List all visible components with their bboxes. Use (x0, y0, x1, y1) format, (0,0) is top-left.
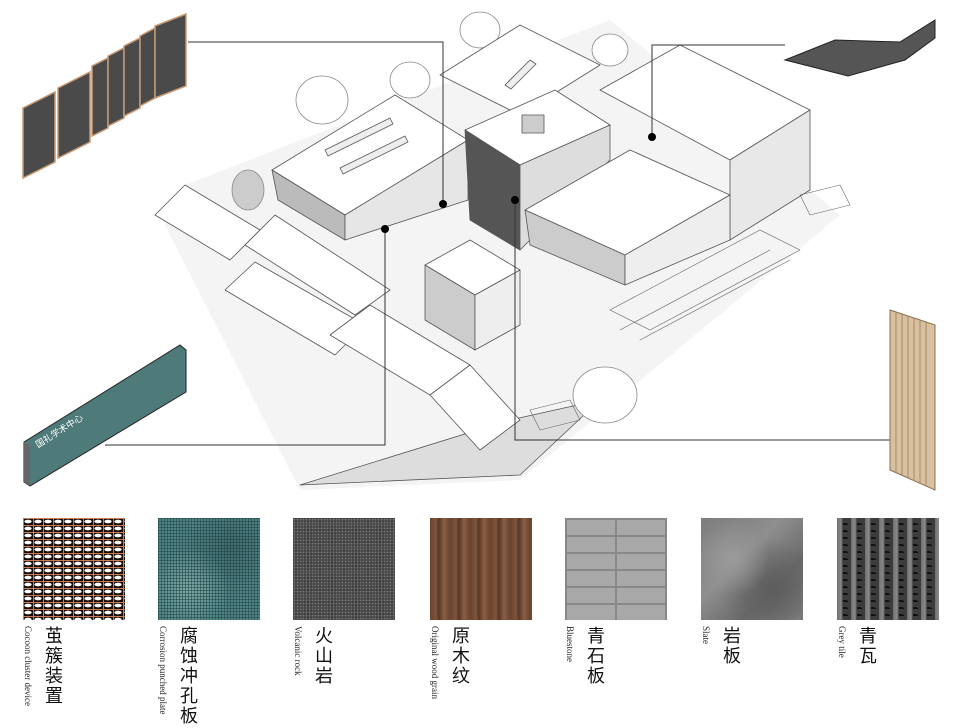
corrosion-swatch (158, 518, 260, 620)
material-name-en: Cocoon cluster device (23, 626, 33, 706)
callout-dots (381, 133, 656, 233)
signage-wall: 国礼学术中心 (23, 344, 187, 487)
material-name-zh: 火山岩 (312, 626, 333, 686)
material-name-en: Slate (701, 626, 711, 644)
material-label: Slate 岩板 (701, 626, 743, 666)
material-label: Cocoon cluster device 茧簇装置 (23, 626, 65, 706)
material-label: Volcanic rock 火山岩 (293, 626, 335, 686)
building-axonometric (154, 11, 851, 490)
material-name-en: Corrosion punched plate (158, 626, 168, 715)
callout-lines (105, 41, 890, 446)
material-name-en: Bluestone (565, 626, 575, 662)
material-name-en: Original wood grain (430, 626, 440, 699)
material-label: Bluestone 青石板 (565, 626, 607, 686)
wood-swatch (430, 518, 532, 620)
slate-swatch (701, 518, 803, 620)
material-name-zh: 青瓦 (856, 626, 877, 666)
cocoon-swatch (23, 518, 125, 620)
material-name-en: Grey tile (837, 626, 847, 658)
wood-grain-lattice (889, 309, 936, 491)
axonometric-diagram: 国礼学术中心 (22, 11, 936, 491)
material-label: Corrosion punched plate 腐蚀冲孔板 (158, 626, 200, 726)
material-name-en: Volcanic rock (293, 626, 303, 676)
bluestone-swatch (565, 518, 667, 620)
grey-tile-slab (783, 19, 936, 77)
volcanic-swatch (293, 518, 395, 620)
material-name-zh: 青石板 (584, 626, 605, 686)
tile-swatch (837, 518, 939, 620)
material-name-zh: 茧簇装置 (42, 626, 63, 706)
material-name-zh: 原木纹 (449, 626, 470, 686)
material-label: Grey tile 青瓦 (837, 626, 879, 666)
volcanic-rock-panels (22, 12, 187, 180)
material-name-zh: 岩板 (720, 626, 741, 666)
material-label: Original wood grain 原木纹 (430, 626, 472, 699)
material-name-zh: 腐蚀冲孔板 (177, 626, 198, 726)
